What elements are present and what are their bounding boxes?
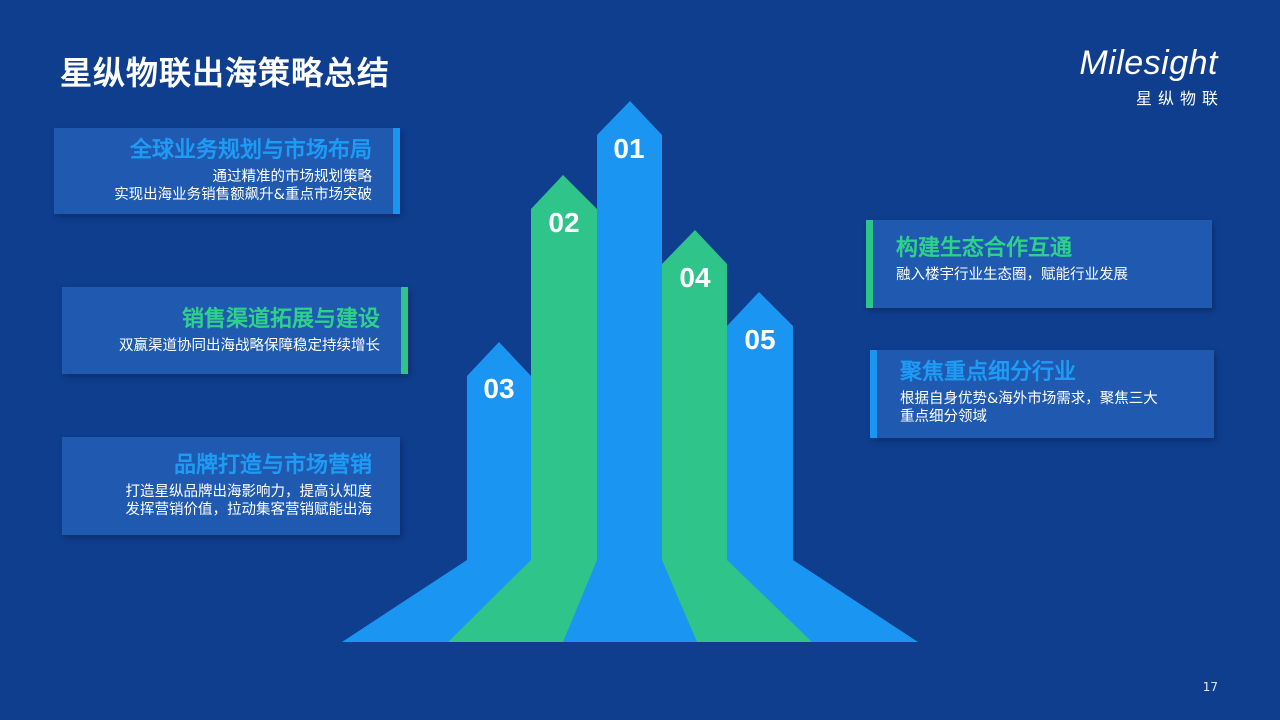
strategy-desc-05-line2: 重点细分领域 — [900, 409, 987, 425]
strategy-card-04: 构建生态合作互通 融入楼宇行业生态圈，赋能行业发展 — [866, 220, 1212, 308]
strategy-desc-02-line1: 双赢渠道协同出海战略保障稳定持续增长 — [119, 338, 380, 354]
page-number: 17 — [1202, 680, 1218, 694]
card-accent-bar — [401, 287, 408, 374]
strategy-card-02: 销售渠道拓展与建设 双赢渠道协同出海战略保障稳定持续增长 — [62, 287, 408, 374]
arrow-02 — [448, 175, 597, 642]
strategy-title-04: 构建生态合作互通 — [896, 236, 1073, 261]
strategy-title-01: 全球业务规划与市场布局 — [129, 138, 372, 163]
arrow-05 — [727, 292, 918, 642]
arrow-number-02: 02 — [548, 207, 580, 238]
strategy-card-01: 全球业务规划与市场布局 通过精准的市场规划策略 实现出海业务销售额飙升&重点市场… — [54, 128, 400, 214]
strategy-desc-05-line1: 根据自身优势&海外市场需求，聚焦三大 — [900, 391, 1158, 407]
strategy-desc-03-line1: 打造星纵品牌出海影响力，提高认知度 — [125, 484, 373, 500]
card-accent-bar — [866, 220, 873, 308]
strategy-desc-01-line1: 通过精准的市场规划策略 — [212, 169, 373, 185]
logo-chinese-name: 星纵物联 — [1135, 89, 1224, 108]
strategy-card-03: 品牌打造与市场营销 打造星纵品牌出海影响力，提高认知度 发挥营销价值，拉动集客营… — [62, 437, 400, 535]
strategy-title-03: 品牌打造与市场营销 — [173, 453, 372, 478]
arrow-04 — [662, 230, 812, 642]
arrow-03 — [342, 342, 531, 642]
arrow-number-01: 01 — [613, 133, 645, 164]
logo-wordmark: Milesight — [1079, 44, 1218, 82]
strategy-title-05: 聚焦重点细分行业 — [900, 360, 1077, 385]
milesight-logo: Milesight 星纵物联 — [1079, 44, 1218, 109]
arrow-number-05: 05 — [744, 324, 776, 355]
strategy-card-05: 聚焦重点细分行业 根据自身优势&海外市场需求，聚焦三大 重点细分领域 — [870, 350, 1214, 438]
arrow-number-04: 04 — [679, 262, 711, 293]
strategy-desc-03-line2: 发挥营销价值，拉动集客营销赋能出海 — [125, 502, 373, 518]
strategy-title-02: 销售渠道拓展与建设 — [181, 307, 380, 332]
card-accent-bar — [870, 350, 877, 438]
arrow-number-03: 03 — [483, 373, 515, 404]
strategy-desc-04-line1: 融入楼宇行业生态圈，赋能行业发展 — [896, 267, 1128, 283]
strategy-desc-01-line2: 实现出海业务销售额飙升&重点市场突破 — [114, 187, 372, 203]
card-accent-bar — [393, 128, 400, 214]
arrow-01 — [563, 101, 697, 642]
slide-title: 星纵物联出海策略总结 — [60, 54, 391, 92]
